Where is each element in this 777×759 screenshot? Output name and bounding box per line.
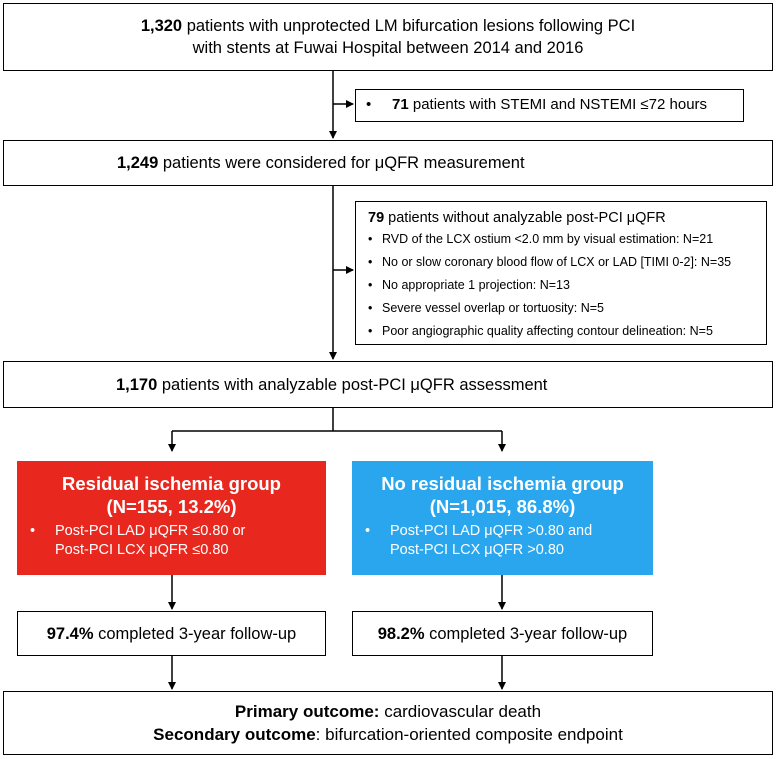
noresidual-group-title: No residual ischemia group <box>381 473 624 494</box>
residual-group-subtitle: (N=155, 13.2%) <box>106 496 237 517</box>
primary-outcome-line: Primary outcome: cardiovascular death <box>235 700 541 723</box>
primary-outcome-label: Primary outcome: <box>234 702 380 721</box>
box-no-residual-ischemia-group: No residual ischemia group (N=1,015, 86.… <box>352 461 653 575</box>
exclusion-stemi-item: 71 patients with STEMI and NSTEMI ≤72 ho… <box>366 94 743 116</box>
followup-noresidual-text: completed 3-year follow-up <box>424 624 628 643</box>
initial-text-2: with stents at Fuwai Hospital between 20… <box>192 39 584 57</box>
considered-text: patients were considered for μQFR measur… <box>158 154 525 172</box>
exclusion-stemi-text: patients with STEMI and NSTEMI ≤72 hours <box>408 96 708 113</box>
exclusion-stemi-list: 71 patients with STEMI and NSTEMI ≤72 ho… <box>366 94 743 116</box>
secondary-outcome-label: Secondary outcome <box>153 725 316 744</box>
analyzable-count: 1,170 <box>116 376 158 394</box>
residual-criteria-list: Post-PCI LAD μQFR ≤0.80 or Post-PCI LCX … <box>17 522 326 560</box>
considered-count: 1,249 <box>117 154 159 172</box>
box-followup-noresidual: 98.2% completed 3-year follow-up <box>352 611 653 656</box>
box-exclusion-stemi: 71 patients with STEMI and NSTEMI ≤72 ho… <box>355 89 744 122</box>
box-initial-population: 1,320 patients with unprotected LM bifur… <box>3 3 773 71</box>
box-exclusion-unanalyzable: 79 patients without analyzable post-PCI … <box>355 201 767 345</box>
residual-group-title: Residual ischemia group <box>62 473 281 494</box>
exclusion-reasons-list: RVD of the LCX ostium <2.0 mm by visual … <box>368 228 760 343</box>
noresidual-group-subtitle: (N=1,015, 86.8%) <box>429 496 576 517</box>
exclusion-reason-item: RVD of the LCX ostium <2.0 mm by visual … <box>368 228 760 251</box>
noresidual-criteria-item: Post-PCI LAD μQFR >0.80 and <box>352 522 653 541</box>
box-followup-residual: 97.4% completed 3-year follow-up <box>17 611 326 656</box>
exclusion-reason-item: No or slow coronary blood flow of LCX or… <box>368 251 760 274</box>
box-analyzable: 1,170 patients with analyzable post-PCI … <box>3 361 773 408</box>
box-outcomes: Primary outcome: cardiovascular death Se… <box>3 691 773 755</box>
initial-text-1: patients with unprotected LM bifurcation… <box>182 17 636 35</box>
residual-criteria-item-cont: Post-PCI LCX μQFR ≤0.80 <box>55 542 229 558</box>
exclusion-unanalyzable-title: 79 patients without analyzable post-PCI … <box>368 208 760 228</box>
exclusion-reason-item: No appropriate 1 projection: N=13 <box>368 274 760 297</box>
followup-residual-line: 97.4% completed 3-year follow-up <box>47 623 296 645</box>
exclusion-unanalyzable-count: 79 <box>368 210 385 226</box>
noresidual-criteria-item-cont: Post-PCI LCX μQFR >0.80 <box>390 542 564 558</box>
box-residual-ischemia-group: Residual ischemia group (N=155, 13.2%) P… <box>17 461 326 575</box>
exclusion-reason-item: Poor angiographic quality affecting cont… <box>368 320 760 343</box>
exclusion-stemi-count: 71 <box>392 96 409 113</box>
residual-criteria-item: Post-PCI LAD μQFR ≤0.80 or <box>17 522 326 541</box>
box-considered-for-uqfr: 1,249 patients were considered for μQFR … <box>3 140 773 186</box>
followup-noresidual-pct: 98.2% <box>377 624 425 643</box>
followup-residual-text: completed 3-year follow-up <box>93 624 297 643</box>
secondary-outcome-text: : bifurcation-oriented composite endpoin… <box>315 725 623 744</box>
analyzable-text: patients with analyzable post-PCI μQFR a… <box>157 376 548 394</box>
followup-noresidual-line: 98.2% completed 3-year follow-up <box>378 623 627 645</box>
followup-residual-pct: 97.4% <box>46 624 94 643</box>
exclusion-reason-item: Severe vessel overlap or tortuosity: N=5 <box>368 297 760 320</box>
initial-count: 1,320 <box>140 17 183 35</box>
initial-population-line1: 1,320 patients with unprotected LM bifur… <box>141 15 635 37</box>
noresidual-criteria-list: Post-PCI LAD μQFR >0.80 and Post-PCI LCX… <box>352 522 653 560</box>
primary-outcome-text: cardiovascular death <box>379 702 542 721</box>
exclusion-unanalyzable-title-text: patients without analyzable post-PCI μQF… <box>384 210 666 226</box>
secondary-outcome-line: Secondary outcome: bifurcation-oriented … <box>153 723 623 746</box>
